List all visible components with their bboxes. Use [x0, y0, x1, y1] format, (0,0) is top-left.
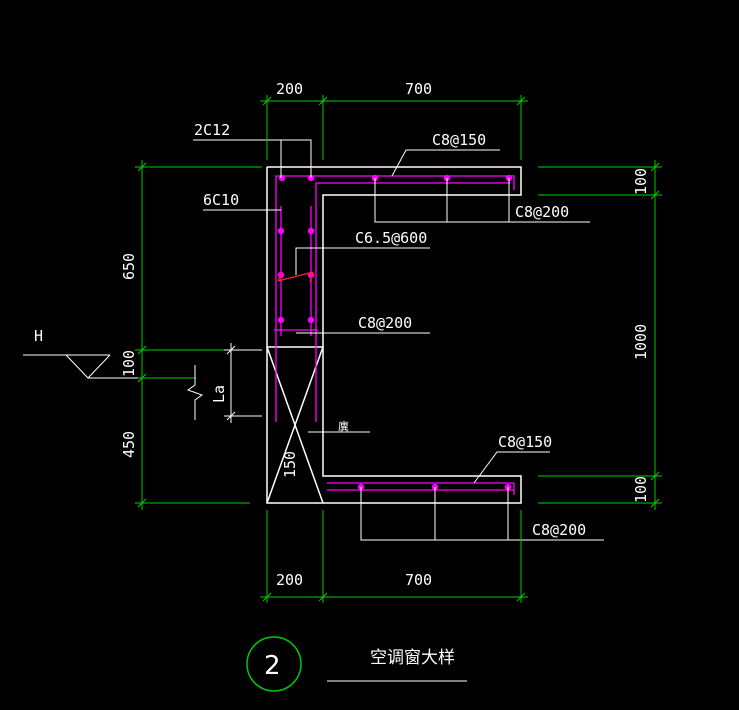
rebar-lines [274, 175, 515, 495]
dim-slab-150: 150 [281, 451, 299, 478]
label-bottom-slab-main: C8@150 [498, 433, 552, 451]
tie-bar [277, 271, 314, 283]
dim-left-upper: 650 [120, 253, 138, 280]
dim-right-mid: 1000 [632, 324, 650, 360]
label-top-slab-main: C8@150 [432, 131, 486, 149]
rebar-dot [277, 316, 285, 324]
dim-right-top: 100 [632, 168, 650, 195]
level-mark [23, 354, 138, 379]
dim-left-lower: 450 [120, 431, 138, 458]
detail-number: 2 [264, 651, 281, 681]
label-level-mark: H [34, 327, 43, 345]
rebar-dot [278, 174, 286, 182]
label-wall-dist: C8@200 [358, 314, 412, 332]
rebar-dot [307, 227, 315, 235]
dim-top-left: 200 [276, 80, 303, 98]
label-anchor: La [210, 385, 228, 403]
dimension-lines [135, 95, 662, 603]
concrete-outline [266, 166, 522, 504]
label-wall-bars: 6C10 [203, 191, 239, 209]
anchor-dimension [186, 343, 262, 423]
label-small-note: 廙 [338, 419, 349, 433]
label-top-bars: 2C12 [194, 121, 230, 139]
rebar-dot [307, 316, 315, 324]
detail-title: 空调窗大样 [370, 648, 455, 668]
detail-number-circle [246, 636, 302, 692]
rebar-dot [277, 227, 285, 235]
label-tie: C6.5@600 [355, 229, 427, 247]
leader-lines [193, 139, 604, 541]
dim-right-bottom: 100 [632, 476, 650, 503]
dim-bottom-left: 200 [276, 571, 303, 589]
label-bottom-slab-dist: C8@200 [532, 521, 586, 539]
dim-top-right: 700 [405, 80, 432, 98]
dim-bottom-right: 700 [405, 571, 432, 589]
dim-left-mid: 100 [120, 350, 138, 377]
label-top-slab-dist: C8@200 [515, 203, 569, 221]
